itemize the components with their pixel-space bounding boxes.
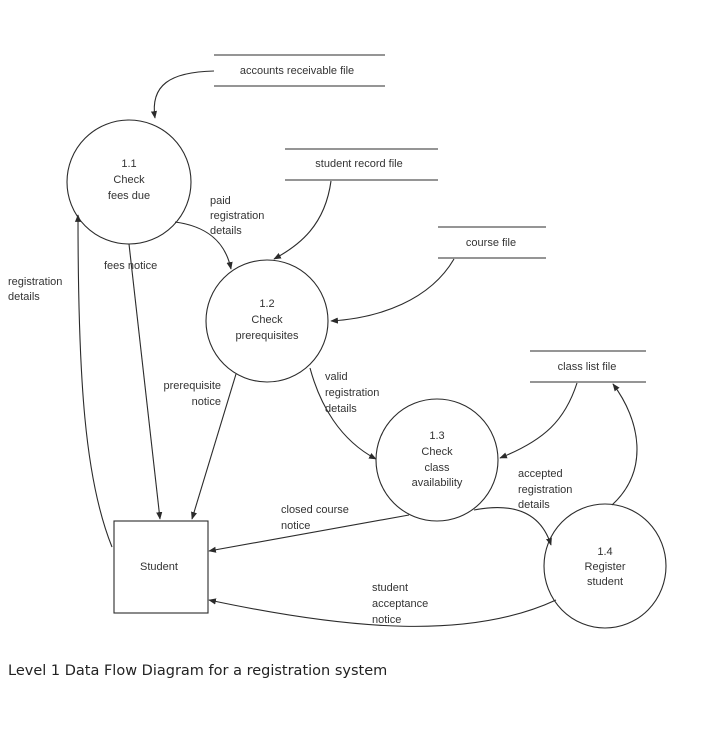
flow-label: valid [325, 371, 348, 383]
process-1-1-check-fees-due[interactable]: 1.1 Check fees due [66, 119, 192, 245]
flow-student-record-to-1-2[interactable] [273, 180, 332, 260]
flow-label: registration [518, 484, 572, 496]
flow-line [208, 514, 410, 553]
flow-line [174, 221, 233, 270]
flow-label: details [325, 403, 357, 415]
entity-label: Student [140, 561, 178, 573]
store-label: course file [466, 237, 516, 249]
flow-label: details [518, 499, 550, 511]
process-label-line: class [424, 462, 450, 474]
store-label: accounts receivable file [240, 65, 354, 77]
flow-label: fees notice [104, 260, 157, 272]
flow-label: notice [281, 520, 310, 532]
process-number: 1.2 [259, 298, 274, 310]
data-store-class-list[interactable]: class list file [530, 350, 646, 383]
process-number: 1.4 [597, 546, 612, 558]
data-store-student-record[interactable]: student record file [285, 148, 438, 181]
flow-label: accepted [518, 468, 563, 480]
entity-box [113, 520, 209, 614]
process-label-line: student [587, 576, 623, 588]
flow-1-4-to-student[interactable]: student acceptance notice [208, 582, 557, 627]
flow-class-list-to-1-3[interactable] [499, 382, 578, 459]
external-entity-student[interactable]: Student [113, 520, 209, 614]
process-1-2-check-prerequisites[interactable]: 1.2 Check prerequisites [205, 259, 329, 383]
process-label-line: availability [412, 477, 463, 489]
process-circle [543, 503, 667, 629]
flow-line [128, 243, 163, 520]
flow-label: details [210, 225, 242, 237]
flow-line [208, 598, 557, 627]
store-label: student record file [315, 158, 402, 170]
process-circle [375, 398, 499, 522]
process-label-line: Check [251, 314, 283, 326]
store-label: class list file [558, 361, 617, 373]
flow-line [74, 214, 113, 548]
flow-line [473, 507, 552, 546]
flow-line [191, 373, 237, 520]
data-store-accounts-receivable[interactable]: accounts receivable file [214, 54, 385, 87]
process-1-3-check-class-availability[interactable]: 1.3 Check class availability [375, 398, 499, 522]
process-label-line: Check [113, 174, 145, 186]
flow-student-to-1-1[interactable]: registration details [8, 214, 113, 548]
flow-label: registration [325, 387, 379, 399]
flow-label: prerequisite [164, 380, 221, 392]
flow-course-file-to-1-2[interactable] [330, 258, 455, 324]
flow-1-2-to-student[interactable]: prerequisite notice [164, 373, 237, 520]
flow-label: student [372, 582, 408, 594]
process-label-line: Check [421, 446, 453, 458]
flow-1-2-to-1-3[interactable]: valid registration details [309, 367, 379, 460]
flow-1-3-to-1-4[interactable]: accepted registration details [473, 468, 572, 546]
flow-label: details [8, 291, 40, 303]
data-store-course-file[interactable]: course file [438, 226, 546, 259]
flow-label: notice [192, 396, 221, 408]
flow-label: acceptance [372, 598, 428, 610]
process-label-line: Register [585, 561, 626, 573]
process-label-line: fees due [108, 190, 150, 202]
flow-label: paid [210, 195, 231, 207]
flow-label: registration [210, 210, 264, 222]
diagram-caption: Level 1 Data Flow Diagram for a registra… [8, 663, 388, 679]
flow-1-4-to-class-list[interactable] [611, 383, 638, 506]
flow-label: notice [372, 614, 401, 626]
process-1-4-register-student[interactable]: 1.4 Register student [543, 503, 667, 629]
process-number: 1.1 [121, 158, 136, 170]
process-circle [205, 259, 329, 383]
flow-1-1-to-1-2[interactable]: paid registration details [174, 195, 264, 270]
flow-ar-to-1-1[interactable] [150, 70, 215, 119]
flow-line [309, 367, 377, 460]
flow-1-3-to-student[interactable]: closed course notice [208, 504, 410, 553]
process-label-line: prerequisites [236, 330, 299, 342]
flow-label: registration [8, 276, 62, 288]
flow-1-1-to-student[interactable]: fees notice [104, 243, 163, 520]
flow-label: closed course [281, 504, 349, 516]
process-number: 1.3 [429, 430, 444, 442]
